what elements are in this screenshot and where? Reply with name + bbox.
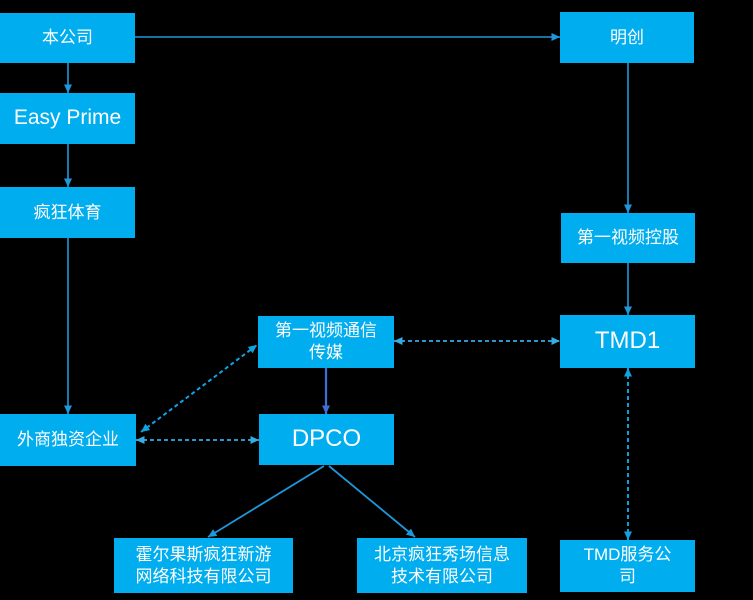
node-v1-media-label: 第一视频通信 [275,321,377,341]
node-v1-media: 第一视频通信传媒 [258,316,394,368]
node-horgos-company-label: 霍尔果斯疯狂新游 [135,544,272,564]
node-v1-holdings-label: 第一视频控股 [577,228,679,248]
edge-dpco-to-beijing [328,465,416,538]
node-mingchuang-label: 明创 [610,27,644,47]
node-tmd1-label: TMD1 [594,327,661,355]
node-horgos-company: 霍尔果斯疯狂新游网络科技有限公司 [114,538,293,593]
node-easy-prime: Easy Prime [0,93,135,144]
node-parent-company-label: 本公司 [42,28,93,48]
node-beijing-company-label: 北京疯狂秀场信息 [374,544,510,564]
node-easy-prime-label: Easy Prime [13,106,122,130]
node-v1-holdings: 第一视频控股 [561,213,695,263]
node-beijing-company: 北京疯狂秀场信息技术有限公司 [357,538,527,593]
node-parent-company: 本公司 [0,13,135,63]
edge-wfoe-v1media-dashed [140,344,258,433]
node-tmd-service-label: TMD服务公 [583,545,672,565]
node-wfoe-label: 外商独资企业 [17,430,119,450]
node-tmd1: TMD1 [560,315,695,368]
node-mingchuang: 明创 [560,12,694,63]
node-tmd-service: TMD服务公司 [560,540,695,592]
node-tmd-service-label: 司 [619,567,636,586]
edge-dpco-to-horgos [207,465,325,538]
node-dpco: DPCO [259,414,394,465]
node-crazy-sports-label: 疯狂体育 [33,202,102,222]
node-crazy-sports: 疯狂体育 [0,187,135,238]
node-beijing-company-label: 技术有限公司 [391,566,493,586]
node-dpco-label: DPCO [291,425,362,453]
node-wfoe: 外商独资企业 [0,414,136,466]
node-horgos-company-label: 网络科技有限公司 [135,566,272,586]
node-v1-media-label: 传媒 [309,343,343,362]
